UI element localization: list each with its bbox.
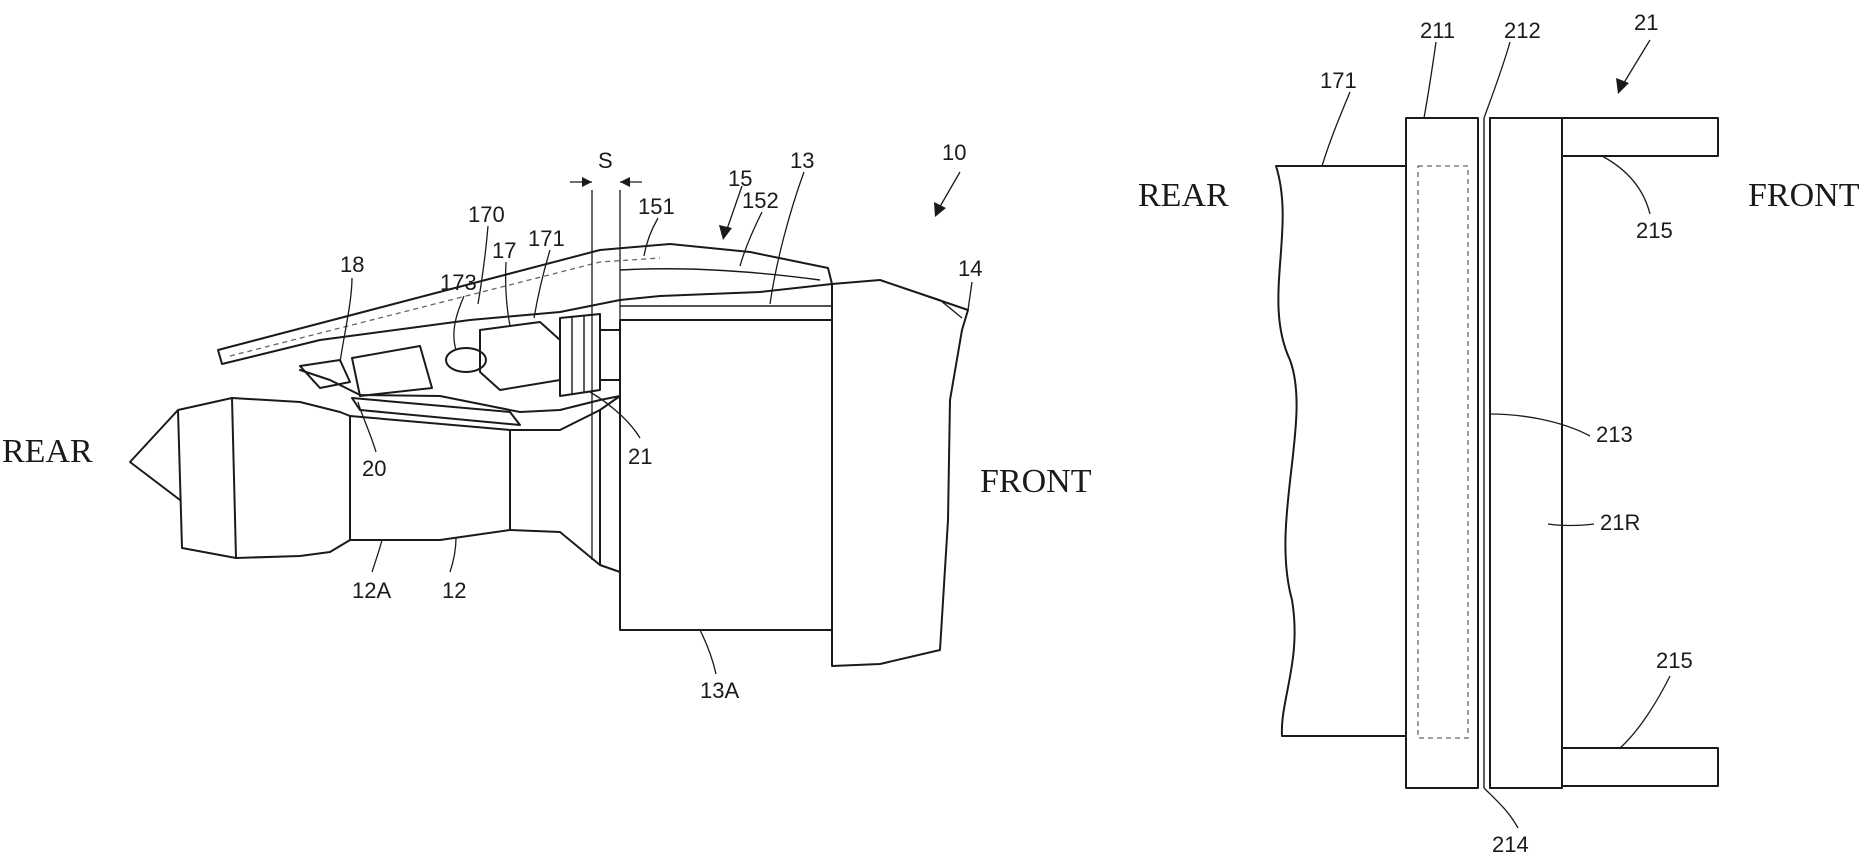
leader-173 <box>454 296 464 350</box>
adapter-21 <box>560 314 600 396</box>
fan-transition <box>600 396 620 572</box>
fan-case-13 <box>620 320 832 630</box>
mount-18b <box>352 346 432 396</box>
pylon-15 <box>218 244 832 364</box>
ref-170: 170 <box>468 202 505 227</box>
ref-21: 21 <box>628 444 652 469</box>
leader-170 <box>478 226 488 304</box>
leader-211 <box>1424 42 1436 118</box>
ref-21-arrow <box>1622 40 1650 86</box>
ref-12: 12 <box>442 578 466 603</box>
core-engine-12 <box>510 410 600 565</box>
ref-151: 151 <box>638 194 675 219</box>
pylon-152-curve <box>620 269 820 280</box>
mount-18 <box>300 360 350 388</box>
adapter-21-plates <box>572 315 584 394</box>
leader-14 <box>968 282 972 310</box>
flange-215-bottom <box>1562 748 1718 786</box>
front-label-left: FRONT <box>980 463 1092 500</box>
ref-10: 10 <box>942 140 966 165</box>
left-figure: REAR FRONT 10 12 12A 13 13A 14 15 151 15… <box>2 140 1092 703</box>
leader-171 <box>534 250 550 318</box>
gap-s-arrowhead-l <box>582 177 592 187</box>
ref-14: 14 <box>958 256 982 281</box>
exhaust-nozzle <box>178 398 236 558</box>
leader-20 <box>358 402 376 452</box>
ref-213: 213 <box>1596 422 1633 447</box>
ref-214: 214 <box>1492 832 1529 857</box>
leader-21R <box>1548 524 1594 526</box>
nozzle-taper <box>232 398 350 558</box>
leader-152 <box>740 212 762 266</box>
leader-215-bottom <box>1620 676 1670 748</box>
leader-171-right <box>1322 92 1350 166</box>
ref-12A: 12A <box>352 578 391 603</box>
ref-215-bottom: 215 <box>1656 648 1693 673</box>
ref-211: 211 <box>1420 18 1455 43</box>
ref-212: 212 <box>1504 18 1541 43</box>
inlet-cowl-14 <box>832 280 968 666</box>
leader-12A <box>372 540 382 572</box>
ref-S: S <box>598 148 613 173</box>
leader-213 <box>1490 414 1590 436</box>
flange-215-top <box>1562 118 1718 156</box>
thrust-link-20 <box>352 398 520 425</box>
ref-21-arrowhead <box>1616 78 1629 94</box>
front-label-right: FRONT <box>1748 177 1860 214</box>
rear-label-left: REAR <box>2 433 93 470</box>
right-figure: REAR FRONT 21 171 211 212 213 21R 214 21… <box>1138 10 1860 857</box>
ref-20: 20 <box>362 456 386 481</box>
ref-13A: 13A <box>700 678 739 703</box>
leader-151 <box>644 218 658 256</box>
ref-18: 18 <box>340 252 364 277</box>
member-171 <box>1276 166 1406 736</box>
mount-block-17 <box>480 322 560 390</box>
leader-12 <box>450 538 456 572</box>
ref-17: 17 <box>492 238 516 263</box>
ref-13: 13 <box>790 148 814 173</box>
adapter-21-flange <box>600 330 620 380</box>
rear-label-right: REAR <box>1138 177 1229 214</box>
ref-152: 152 <box>742 188 779 213</box>
leader-18 <box>340 278 352 362</box>
ref-21R: 21R <box>1600 510 1640 535</box>
ref-10-arrow <box>938 172 960 210</box>
ref-21-right: 21 <box>1634 10 1658 35</box>
leader-13A <box>700 630 716 674</box>
ref-15-arrow <box>726 186 742 232</box>
ref-171: 171 <box>528 226 565 251</box>
tail-cone <box>130 410 180 500</box>
ref-10-arrowhead <box>934 202 946 217</box>
leader-212 <box>1484 42 1510 118</box>
plate-211 <box>1406 118 1478 788</box>
ref-173: 173 <box>440 270 477 295</box>
ref-15-arrowhead <box>719 225 732 240</box>
ref-171-right: 171 <box>1320 68 1357 93</box>
leader-215-top <box>1602 156 1650 214</box>
ref-215-top: 215 <box>1636 218 1673 243</box>
plate-211-inner-dashed <box>1418 166 1468 738</box>
leader-214 <box>1484 788 1518 828</box>
part-21R <box>1490 118 1562 788</box>
inlet-cowl-inner <box>880 280 962 318</box>
gap-s-arrowhead-r <box>620 177 630 187</box>
